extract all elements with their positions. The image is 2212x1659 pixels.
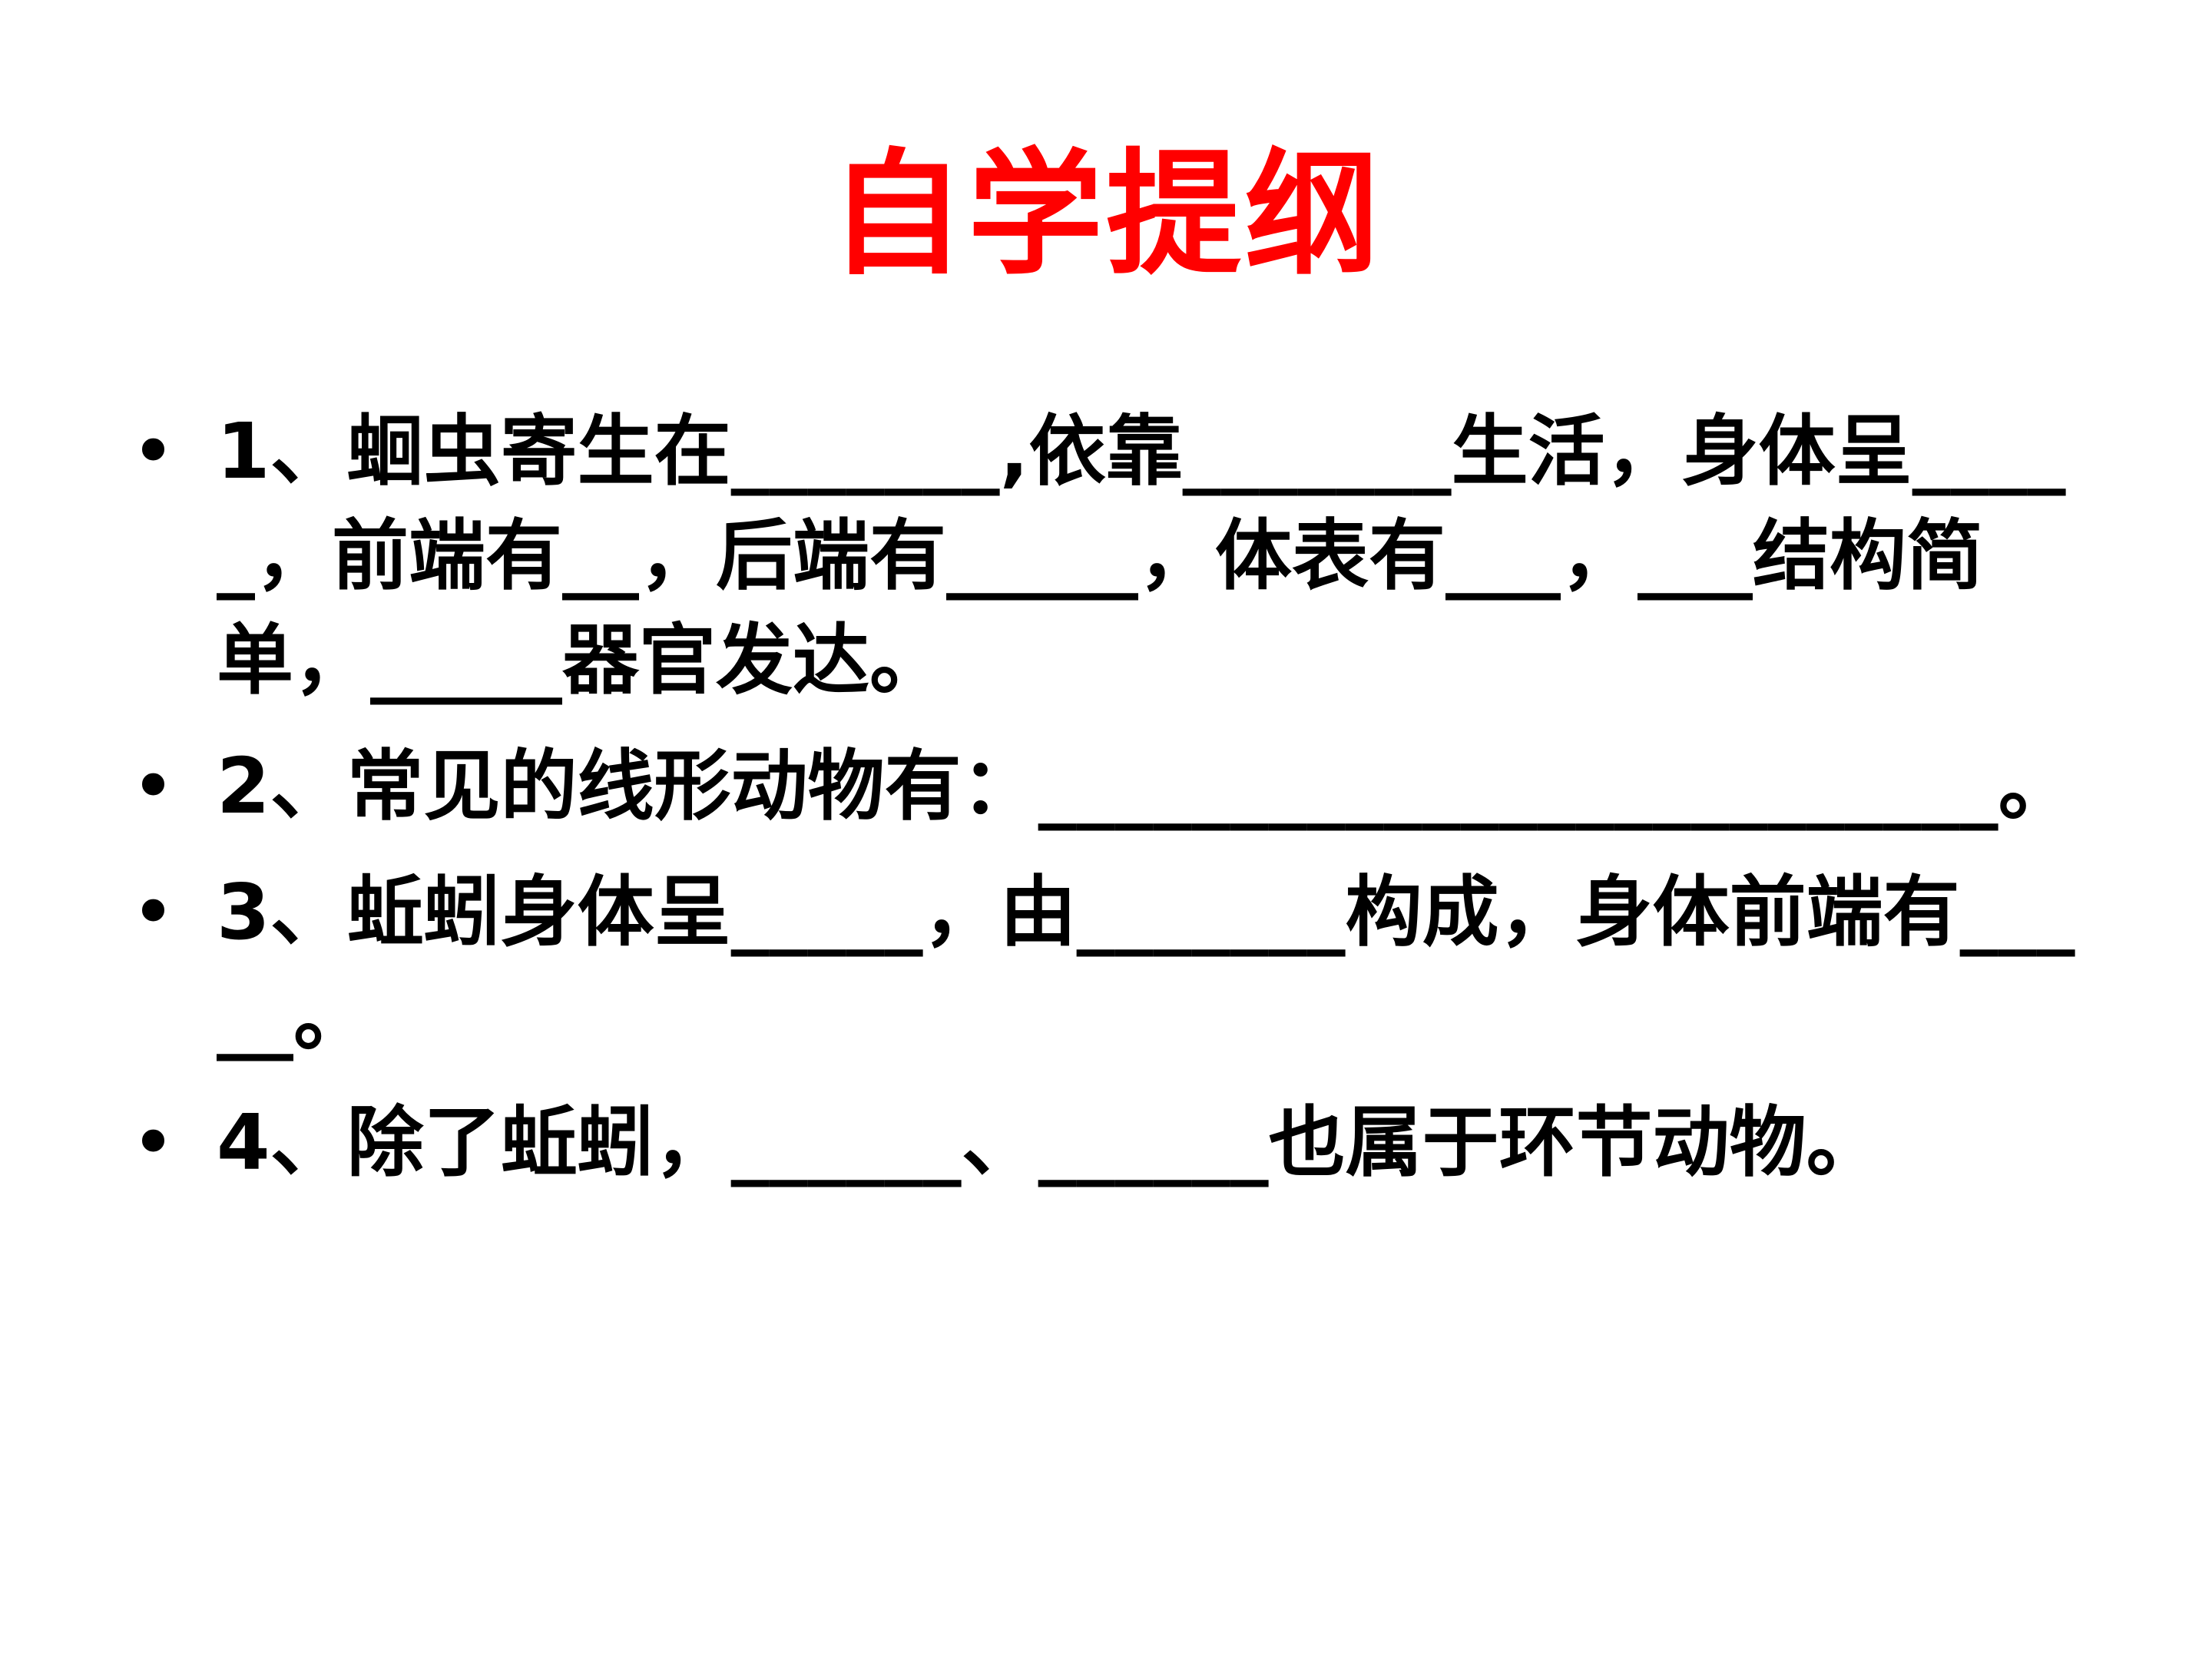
bullet-dot-icon: • bbox=[131, 406, 176, 496]
bullet-dot-icon: • bbox=[131, 741, 176, 831]
list-item: • 2、常见的线形动物有：_________________________。 bbox=[0, 734, 2212, 839]
list-item: • 3、蚯蚓身体呈_____，由_______构成，身体前端有_____。 bbox=[0, 860, 2212, 1069]
list-item: • 4、除了蚯蚓，______、______也属于环节动物。 bbox=[0, 1091, 2212, 1195]
outline-list: • 1、蛔虫寄生在_______,依靠_______生活，身体呈_____，前端… bbox=[0, 399, 2212, 1217]
question-4-text: 4、除了蚯蚓，______、______也属于环节动物。 bbox=[217, 1098, 1883, 1187]
bullet-dot-icon: • bbox=[131, 1098, 176, 1187]
list-item: • 1、蛔虫寄生在_______,依靠_______生活，身体呈_____，前端… bbox=[0, 399, 2212, 713]
question-3-text: 3、蚯蚓身体呈_____，由_______构成，身体前端有_____。 bbox=[217, 867, 2075, 1061]
bullet-dot-icon: • bbox=[131, 867, 176, 957]
question-2-text: 2、常见的线形动物有：_________________________。 bbox=[217, 741, 2075, 831]
slide-title: 自学提纲 bbox=[829, 136, 1382, 293]
question-1-text: 1、蛔虫寄生在_______,依靠_______生活，身体呈_____，前端有_… bbox=[217, 406, 2066, 705]
